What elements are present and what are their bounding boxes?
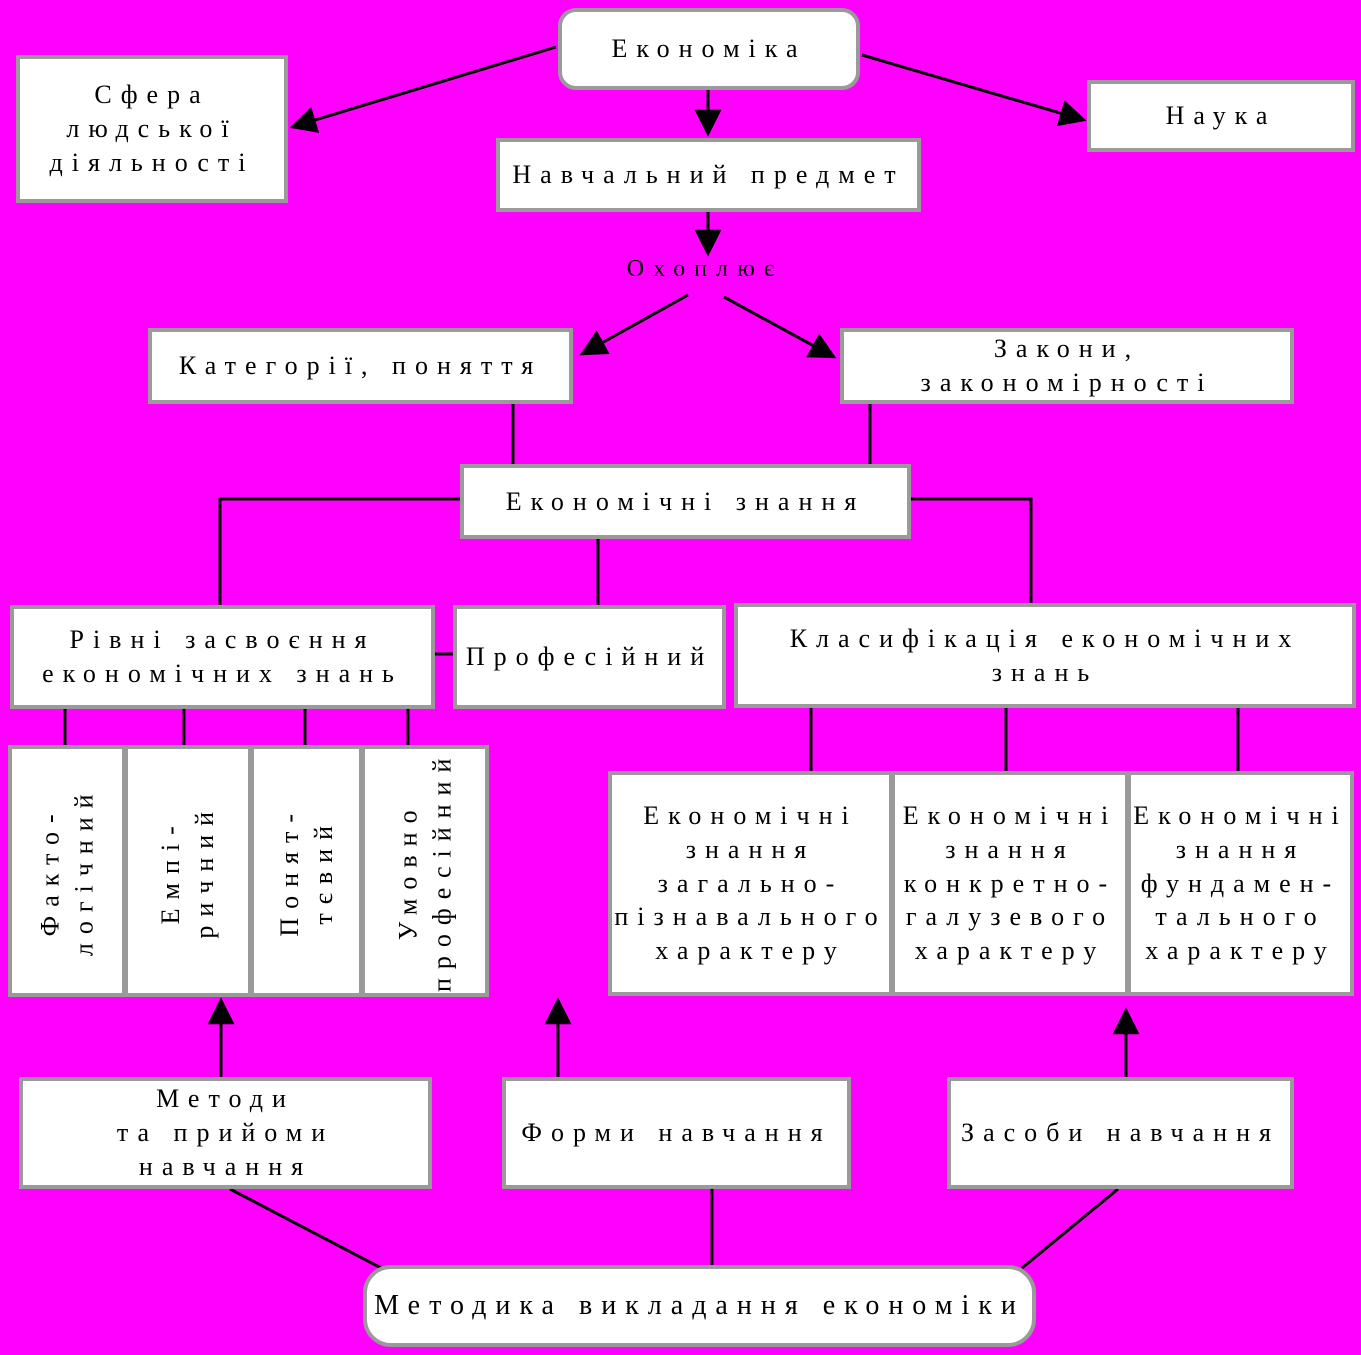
covers-label: Охоплює (626, 256, 784, 282)
economics-node: Економіка (558, 8, 860, 90)
level-factual-node: Факто- логічний (8, 745, 126, 997)
level-conditional-label: Умовно професійний (393, 749, 456, 993)
arrow-economics-sphere (289, 45, 557, 133)
forms-node: Форми навчання (502, 1077, 851, 1189)
level-empirical-node: Емпі- ричний (124, 745, 252, 997)
line-methodology-methods (229, 1187, 386, 1272)
knowledge-node: Економічні знання (460, 464, 911, 539)
class-general-node: Економічні знання загально- пізнавальног… (608, 771, 893, 996)
science-node: Наука (1087, 80, 1355, 152)
levels-node: Рівні засвоєння економічних знань (10, 605, 435, 709)
line-knowledge-classification (911, 497, 1033, 603)
methodology-node: Методика викладання економіки (363, 1265, 1036, 1347)
level-conditional-node: Умовно професійний (361, 745, 489, 997)
level-conceptual-label: Понят- тєвий (274, 805, 338, 937)
level-factual-label: Факто- логічний (35, 785, 98, 957)
arrow-covers-categories (579, 293, 689, 356)
arrow-economics-science (861, 53, 1087, 127)
class-sectoral-node: Економічні знання конкретно- галузевого … (891, 771, 1129, 996)
subject-node: Навчальний предмет (496, 138, 921, 212)
class-fundamental-node: Економічні знання фундамен- тального хар… (1127, 771, 1354, 996)
line-methodology-means (1021, 1187, 1119, 1270)
professional-node: Професійний (453, 605, 726, 709)
sphere-node: Сфера людської діяльності (16, 55, 288, 203)
means-node: Засоби навчання (947, 1077, 1294, 1189)
classification-node: Класифікація економічних знань (734, 603, 1356, 708)
laws-node: Закони, закономірності (840, 328, 1294, 404)
methods-node: Методи та прийоми навчання (19, 1077, 432, 1189)
level-conceptual-node: Понят- тєвий (250, 745, 363, 997)
categories-node: Категорії, поняття (148, 328, 573, 404)
arrow-covers-laws (723, 295, 837, 359)
level-empirical-label: Емпі- ричний (156, 803, 220, 939)
line-knowledge-levels (218, 497, 460, 605)
